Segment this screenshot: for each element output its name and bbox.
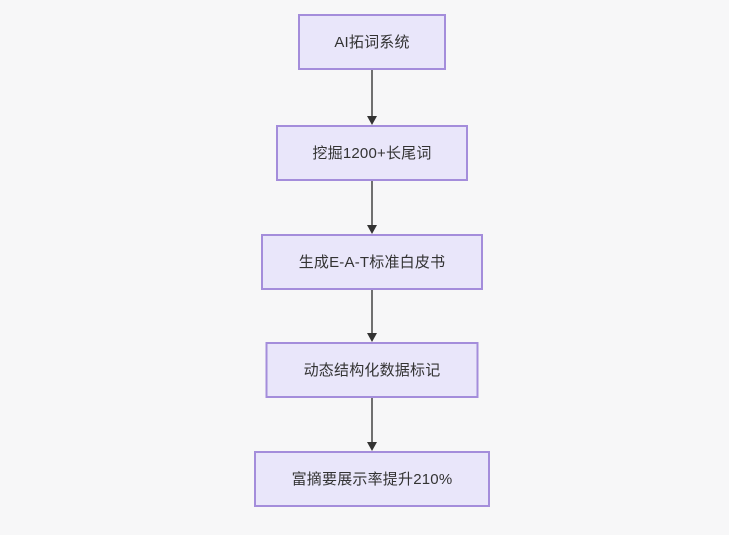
connector-line xyxy=(371,70,373,116)
arrowhead-icon xyxy=(367,116,377,125)
connector-line xyxy=(371,398,373,442)
connector-node3-node4 xyxy=(366,290,378,342)
node-label: 富摘要展示率提升210% xyxy=(291,470,453,488)
connector-node4-node5 xyxy=(366,398,378,451)
flowchart-node-dynamic-structured-data-markup[interactable]: 动态结构化数据标记 xyxy=(265,342,479,398)
arrowhead-icon xyxy=(367,225,377,234)
flowchart-node-generate-eat-whitepaper[interactable]: 生成E-A-T标准白皮书 xyxy=(261,234,483,290)
connector-node2-node3 xyxy=(366,181,378,234)
arrowhead-icon xyxy=(367,333,377,342)
node-label: 挖掘1200+长尾词 xyxy=(312,144,432,162)
node-label: 动态结构化数据标记 xyxy=(303,361,441,379)
flowchart-node-ai-keyword-system[interactable]: AI拓词系统 xyxy=(298,14,446,70)
connector-line xyxy=(371,181,373,225)
flowchart-node-rich-snippet-impression-lift[interactable]: 富摘要展示率提升210% xyxy=(254,451,490,507)
connector-node1-node2 xyxy=(366,70,378,125)
connector-line xyxy=(371,290,373,333)
node-label: AI拓词系统 xyxy=(334,33,410,51)
arrowhead-icon xyxy=(367,442,377,451)
node-label: 生成E-A-T标准白皮书 xyxy=(298,253,446,271)
flowchart-node-mine-longtail-keywords[interactable]: 挖掘1200+长尾词 xyxy=(276,125,468,181)
